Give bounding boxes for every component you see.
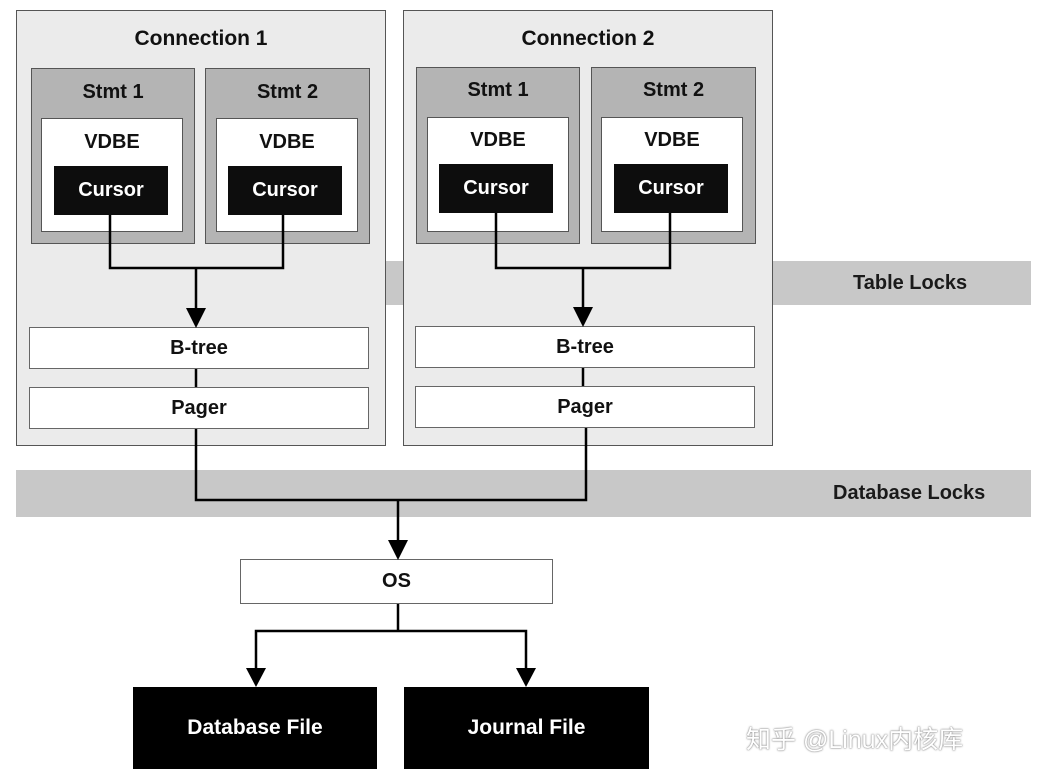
connection-2-stmt-1-title: Stmt 1 <box>467 79 529 101</box>
conn1-cursor-line <box>108 215 285 270</box>
connection-2-stmt-2-vdbe-label: VDBE <box>644 129 700 151</box>
connection-1-btree: B-tree <box>29 327 369 369</box>
os-box: OS <box>240 559 553 604</box>
watermark: 知乎 @Linux内核库 <box>746 726 964 754</box>
journal-file: Journal File <box>404 687 649 769</box>
arrow-database-file <box>246 668 266 687</box>
connection-1-stmt-1-vdbe-label: VDBE <box>84 131 140 153</box>
connection-1-stmt-2-title: Stmt 2 <box>256 81 319 103</box>
connection-2-btree: B-tree <box>415 326 755 368</box>
table-locks-label: Table Locks <box>853 272 968 294</box>
database-locks-band <box>16 470 1031 517</box>
connection-1-stmt-2-vdbe-label: VDBE <box>259 131 315 153</box>
connection-2-stmt-2-cursor: Cursor <box>614 164 728 213</box>
arrow-journal-file <box>516 668 536 687</box>
connection-1-title: Connection 1 <box>134 27 268 50</box>
files-branch <box>254 629 528 678</box>
database-file: Database File <box>133 687 377 769</box>
connection-2-stmt-1-cursor: Cursor <box>439 164 553 213</box>
connection-1-stmt-1-cursor: Cursor <box>54 166 168 215</box>
connection-2-stmt-1-vdbe-label: VDBE <box>470 129 526 151</box>
connection-1-stmt-2-cursor: Cursor <box>228 166 342 215</box>
connection-1-stmt-1-title: Stmt 1 <box>82 81 144 103</box>
connection-1-pager: Pager <box>29 387 369 429</box>
database-locks-label: Database Locks <box>833 482 986 504</box>
conn2-cursor-line <box>494 213 672 270</box>
connection-2-stmt-2-title: Stmt 2 <box>642 79 705 101</box>
connection-2-title: Connection 2 <box>521 27 655 50</box>
pagers-line <box>194 428 588 502</box>
connection-2-pager: Pager <box>415 386 755 428</box>
